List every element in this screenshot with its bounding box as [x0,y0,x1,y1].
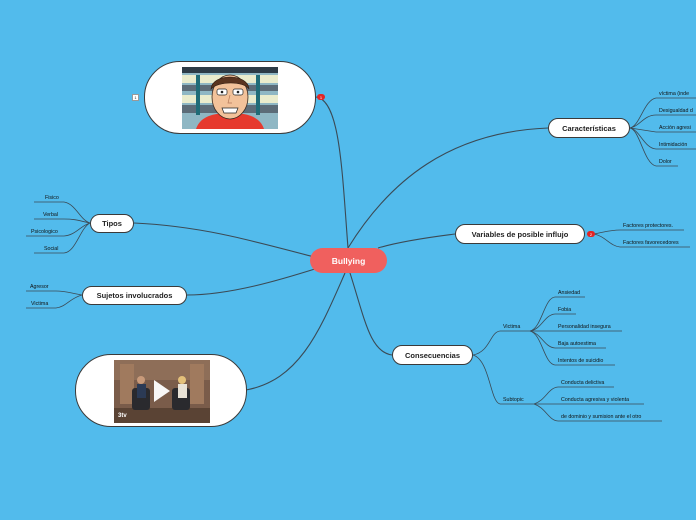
variables-badge[interactable]: 2 [587,231,595,237]
leaf-dolor[interactable]: Dolor [659,159,672,165]
topic-sujetos[interactable]: Sujetos involucrados [82,286,187,305]
leaf-agresor[interactable]: Agresor [30,284,49,290]
cartoon-face-image [182,67,278,129]
leaf-dominio-sumision[interactable]: de dominio y sumision ante el otro [561,414,641,420]
leaf-label: Acción agresi [659,125,691,131]
leaf-label: Psicologico [31,229,58,235]
leaf-intimidacion[interactable]: Intimidación [659,142,687,148]
leaf-label: Dolor [659,159,672,165]
badge-text: 2 [589,231,593,237]
leaf-conducta-delictiva[interactable]: Conducta delictiva [561,380,604,386]
topic-label: Tipos [102,219,122,228]
topic-tipos[interactable]: Tipos [90,214,134,233]
leaf-accion-agresiva[interactable]: Acción agresi [659,125,691,131]
topic-consecuencias[interactable]: Consecuencias [392,345,473,365]
leaf-factores-favorecedores[interactable]: Factores favorecedores [623,240,679,246]
image-top-badge[interactable]: 1 [317,94,325,100]
channel-logo-text: 3tv [118,413,127,419]
leaf-label: Factores favorecedores [623,240,679,246]
leaf-social[interactable]: Social [44,246,58,252]
topic-variables[interactable]: Variables de posible influjo [455,224,585,244]
video-thumbnail-image: 3tv [114,360,210,423]
leaf-label: Desigualdad d [659,108,693,114]
subtopic-subtopic[interactable]: Subtopic [503,397,524,403]
leaf-label: Fobia [558,307,572,313]
image-node-bottom[interactable]: 3tv [75,354,247,427]
topic-label: Sujetos involucrados [96,291,173,300]
leaf-desigualdad[interactable]: Desigualdad d [659,108,693,114]
image-counter: 1 [132,94,139,101]
topic-label: Consecuencias [404,350,461,360]
leaf-ansiedad[interactable]: Ansiedad [558,290,580,296]
leaf-verbal[interactable]: Verbal [43,212,58,218]
topic-label: Variables de posible influjo [471,229,569,239]
topic-caracteristicas[interactable]: Características [548,118,630,138]
badge-text: 1 [319,94,323,100]
leaf-label: Fisico [45,195,59,201]
leaf-label: Victima [503,324,521,330]
leaf-label: Social [44,246,59,252]
leaf-victima-inde[interactable]: víctima (inde [659,91,689,97]
leaf-label: Intentos de suicidio [558,358,604,364]
topic-label: Características [562,123,616,133]
subtopic-victima[interactable]: Victima [503,324,520,330]
root-label: Bullying [331,255,366,266]
leaf-label: Conducta delictiva [561,380,605,386]
leaf-factores-protectores[interactable]: Factores protectores. [623,223,673,229]
leaf-fobia[interactable]: Fobia [558,307,571,313]
root-node[interactable]: Bullying [310,248,387,273]
leaf-label: Ansiedad [558,290,581,296]
leaf-label: de dominio y sumision ante el otro [561,414,642,420]
leaf-label: Agresor [30,284,49,290]
leaf-conducta-agresiva[interactable]: Conducta agresiva y violenta [561,397,629,403]
leaf-label: Baja autoestima [558,341,596,347]
leaf-label: Verbal [43,212,59,218]
leaf-label: Personalidad insegura [558,324,611,330]
leaf-label: víctima (inde [659,91,690,97]
counter-text: 1 [134,95,137,100]
leaf-psicologico[interactable]: Psicologico [31,229,58,235]
image-node-top[interactable] [144,61,316,134]
leaf-label: Subtopic [503,397,524,403]
leaf-fisico[interactable]: Fisico [45,195,59,201]
leaf-baja-autoestima[interactable]: Baja autoestima [558,341,596,347]
leaf-label: Conducta agresiva y violenta [561,397,630,403]
leaf-label: Factores protectores. [623,223,674,229]
leaf-label: Victima [31,301,49,307]
leaf-label: Intimidación [659,142,688,148]
leaf-intentos-suicidio[interactable]: Intentos de suicidio [558,358,603,364]
leaf-victima[interactable]: Victima [31,301,48,307]
leaf-personalidad-insegura[interactable]: Personalidad insegura [558,324,611,330]
